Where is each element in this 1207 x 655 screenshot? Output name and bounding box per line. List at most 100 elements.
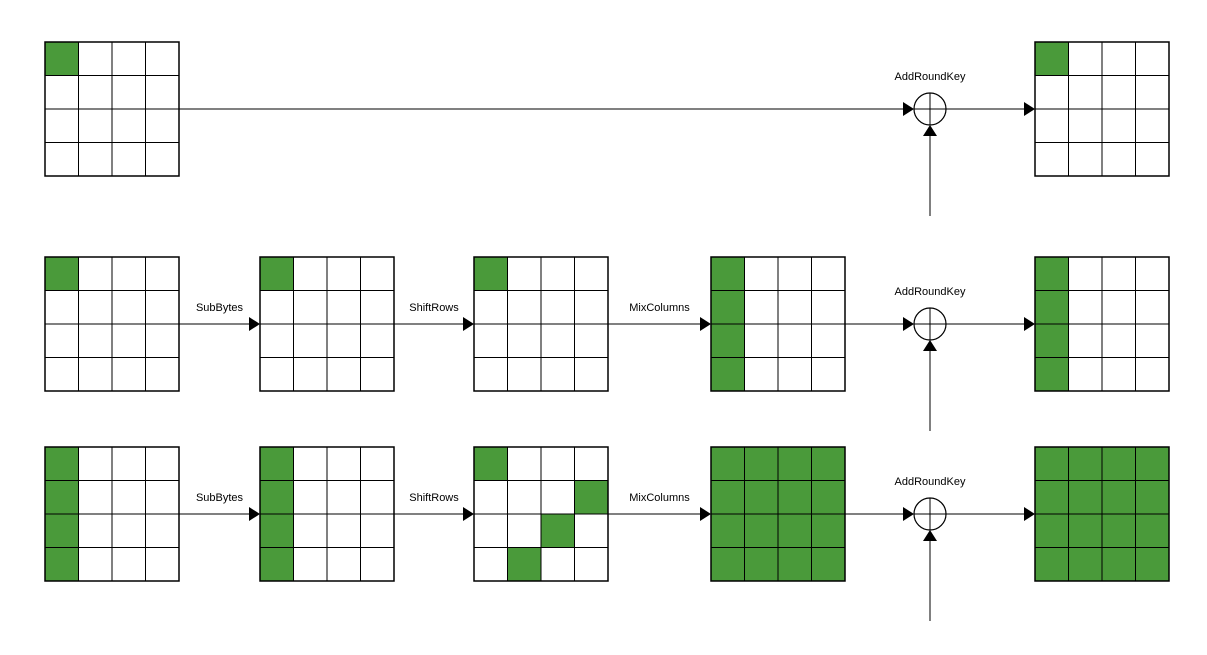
state-cell [293, 256, 328, 291]
state-cell [574, 547, 609, 582]
state-cell-filled [1068, 513, 1103, 548]
state-cell [326, 547, 361, 582]
state-cell [744, 323, 779, 358]
state-cell [111, 357, 146, 392]
state-cell [507, 446, 542, 481]
state-cell [44, 108, 79, 143]
state-cell-filled [1034, 323, 1069, 358]
state-cell [1068, 41, 1103, 76]
state-cell [78, 41, 113, 76]
state-cell [1135, 41, 1170, 76]
state-cell-filled [44, 41, 79, 76]
state-cell [1101, 108, 1136, 143]
state-cell-filled [44, 547, 79, 582]
state-cell-filled [1068, 480, 1103, 515]
state-cell [744, 290, 779, 325]
state-cell-filled [1135, 446, 1170, 481]
state-cell [44, 323, 79, 358]
state-cell-filled [1135, 513, 1170, 548]
state-cell [326, 480, 361, 515]
arrowhead-right-icon [249, 317, 260, 331]
state-cell-filled [710, 290, 745, 325]
state-grid-border [473, 256, 609, 392]
state-cell [360, 446, 395, 481]
state-cell-filled [710, 547, 745, 582]
state-cell [1068, 256, 1103, 291]
state-cell [1101, 41, 1136, 76]
state-grid-border [259, 256, 395, 392]
state-cell-filled [710, 480, 745, 515]
state-cell [540, 547, 575, 582]
state-cell [259, 290, 294, 325]
state-grid-border [44, 256, 180, 392]
state-cell [360, 323, 395, 358]
state-cell [111, 513, 146, 548]
state-cell-filled [507, 547, 542, 582]
after-shiftrows-grid [473, 256, 609, 392]
state-cell [360, 256, 395, 291]
state-cell [259, 323, 294, 358]
state-cell-filled [811, 513, 846, 548]
state-cell [78, 547, 113, 582]
state-cell [293, 480, 328, 515]
state-cell [574, 513, 609, 548]
state-cell [744, 357, 779, 392]
state-cell [111, 75, 146, 110]
arrowhead-right-icon [463, 317, 474, 331]
arrowhead-right-icon [1024, 317, 1035, 331]
arrowhead-right-icon [249, 507, 260, 521]
output-state-grid [1034, 41, 1170, 177]
state-cell [145, 256, 180, 291]
state-cell [574, 290, 609, 325]
subbytes-label: SubBytes [196, 302, 244, 314]
state-cell [574, 357, 609, 392]
state-cell-filled [1135, 480, 1170, 515]
state-cell-filled [259, 446, 294, 481]
state-cell [360, 290, 395, 325]
state-cell-filled [811, 446, 846, 481]
state-cell [326, 446, 361, 481]
state-cell-filled [710, 513, 745, 548]
state-cell [111, 142, 146, 177]
state-cell [78, 256, 113, 291]
state-cell-filled [259, 513, 294, 548]
arrowhead-right-icon [1024, 507, 1035, 521]
state-cell [293, 446, 328, 481]
state-cell-filled [710, 323, 745, 358]
state-cell-filled [811, 547, 846, 582]
state-grid-border [1034, 256, 1170, 392]
state-cell [811, 357, 846, 392]
state-cell [145, 108, 180, 143]
state-cell-filled [744, 513, 779, 548]
state-cell [111, 41, 146, 76]
xor-icon [913, 497, 947, 531]
state-cell-filled [1034, 446, 1069, 481]
state-grid-border [44, 446, 180, 582]
state-cell [293, 290, 328, 325]
state-cell-filled [710, 256, 745, 291]
state-cell [540, 357, 575, 392]
state-cell-filled [1101, 480, 1136, 515]
state-cell [540, 256, 575, 291]
state-cell [326, 513, 361, 548]
state-cell-filled [473, 256, 508, 291]
arrowhead-right-icon [903, 317, 914, 331]
state-cell-filled [1034, 256, 1069, 291]
state-cell [259, 357, 294, 392]
state-cell [145, 446, 180, 481]
state-cell [1068, 290, 1103, 325]
state-cell [1101, 357, 1136, 392]
state-cell [145, 41, 180, 76]
state-cell [1101, 75, 1136, 110]
state-cell [360, 480, 395, 515]
state-cell [44, 142, 79, 177]
state-cell-filled [1101, 547, 1136, 582]
xor-icon [913, 307, 947, 341]
state-cell [473, 547, 508, 582]
state-grid-border [1034, 446, 1170, 582]
state-cell [507, 480, 542, 515]
shiftrows-label: ShiftRows [409, 492, 459, 504]
state-cell [78, 357, 113, 392]
state-cell [145, 480, 180, 515]
